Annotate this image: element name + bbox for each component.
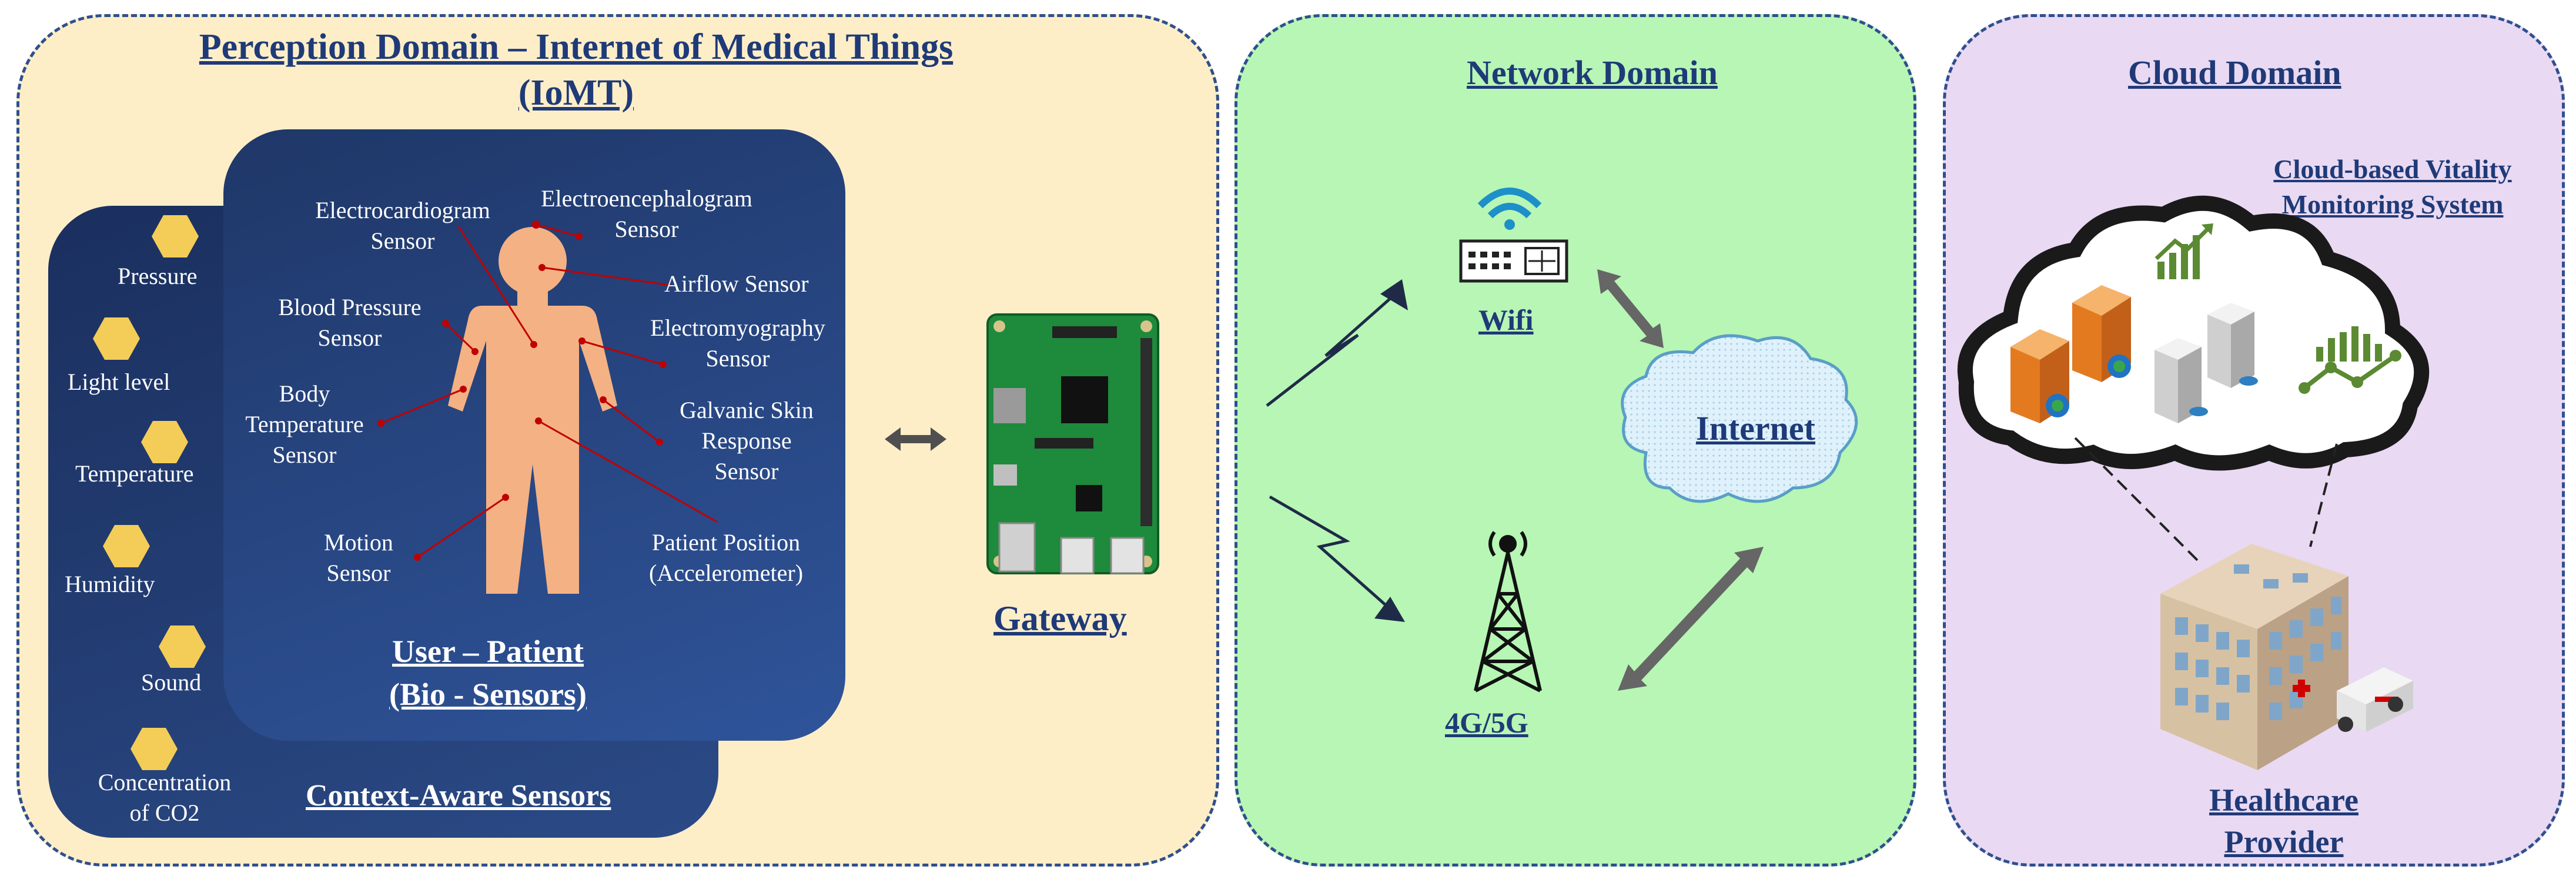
context-aware-label: Context-Aware Sensors bbox=[306, 779, 611, 812]
airflow-sensor-label: Airflow Sensor bbox=[664, 270, 809, 297]
sensor-label-pressure: Pressure bbox=[118, 263, 198, 289]
sensor-label-humidity: Humidity bbox=[65, 571, 155, 597]
wireless-link-wifi bbox=[1266, 279, 1408, 407]
sensor-label-co2: Concentration of CO2 bbox=[98, 769, 232, 826]
sound-sensor-icon bbox=[159, 626, 206, 668]
perception-domain-title: Perception Domain – Internet of Medical … bbox=[199, 27, 954, 113]
pressure-sensor-icon bbox=[152, 215, 199, 257]
double-arrow-icon bbox=[885, 427, 946, 451]
hospital-building-icon bbox=[2160, 544, 2348, 770]
vitality-cloud-icon bbox=[1957, 195, 2430, 471]
gray-server-icon bbox=[2155, 303, 2258, 423]
raspberry-pi-icon bbox=[986, 313, 1159, 574]
cloud-system-label: Cloud-based Vitality Monitoring System bbox=[2273, 154, 2512, 219]
cell-tower-icon bbox=[1474, 531, 1542, 693]
gateway-label: Gateway bbox=[993, 599, 1127, 638]
patient-panel-label: User – Patient (Bio - Sensors) bbox=[389, 634, 587, 712]
sensor-label-temperature: Temperature bbox=[75, 460, 194, 487]
patient-position-sensor-label: Patient Position(Accelerometer) bbox=[648, 529, 804, 586]
orange-server-icon bbox=[2010, 285, 2131, 423]
healthcare-provider-label: Healthcare Provider bbox=[2209, 782, 2358, 860]
wireless-link-cellular bbox=[1269, 495, 1405, 622]
internet-cloud-icon bbox=[1621, 334, 1858, 503]
cellular-label: 4G/5G bbox=[1445, 706, 1528, 739]
internet-label: Internet bbox=[1696, 409, 1815, 447]
cell-internet-double-arrow-icon bbox=[1618, 547, 1764, 691]
ambulance-icon bbox=[2337, 667, 2413, 732]
cloud-domain-title: Cloud Domain bbox=[2128, 53, 2341, 92]
wifi-internet-double-arrow-icon bbox=[1597, 269, 1664, 348]
wifi-label: Wifi bbox=[1478, 303, 1534, 336]
line-chart-icon bbox=[2299, 326, 2401, 394]
sensor-label-sound: Sound bbox=[141, 669, 202, 695]
sensor-label-light: Light level bbox=[68, 369, 170, 395]
growth-chart-icon bbox=[2155, 223, 2213, 279]
wifi-router-icon bbox=[1459, 188, 1568, 283]
network-domain-title: Network Domain bbox=[1467, 53, 1718, 92]
